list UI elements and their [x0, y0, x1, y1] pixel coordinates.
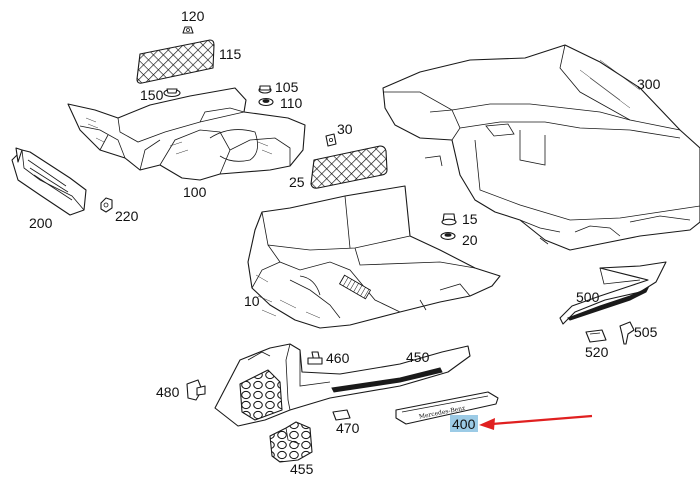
callout-25: 25: [289, 174, 305, 190]
clip-30: [325, 133, 337, 147]
clip-505: [619, 321, 635, 345]
callout-150: 150: [140, 87, 164, 103]
sound-mat-25: [310, 145, 388, 189]
sill-plate-400: Mercedes-Benz: [395, 391, 499, 425]
grille-cover-455: [269, 421, 313, 463]
clip-120: [182, 26, 194, 34]
callout-450: 450: [406, 349, 430, 365]
nut-15: [441, 213, 457, 226]
callout-115: 115: [219, 46, 242, 62]
front-floor-covering-100: [67, 87, 306, 181]
callout-20: 20: [462, 232, 478, 248]
callout-455: 455: [290, 461, 314, 477]
callout-500: 500: [576, 289, 600, 305]
trunk-floor-covering-10: [247, 185, 501, 329]
clip-470: [332, 409, 351, 421]
trim-strip-500: [559, 261, 667, 325]
washer-110: [258, 97, 274, 107]
pointer-arrow: [479, 414, 593, 430]
callout-30: 30: [337, 121, 353, 137]
callout-15: 15: [462, 211, 478, 227]
clip-480: [186, 379, 206, 401]
nut-105: [258, 85, 272, 94]
callout-220: 220: [115, 208, 139, 224]
callout-105: 105: [275, 79, 299, 95]
callout-470: 470: [336, 420, 360, 436]
clip-460: [307, 351, 323, 365]
callout-400: 400: [452, 416, 476, 432]
sill-trim-panel-450: [214, 343, 471, 427]
washer-20: [440, 232, 456, 240]
rear-floor-covering-300: [382, 44, 700, 251]
callout-505: 505: [634, 324, 658, 340]
clip-150: [163, 88, 181, 98]
callout-100: 100: [183, 184, 207, 200]
clip-220: [100, 197, 113, 213]
callout-110: 110: [280, 95, 303, 111]
callout-120: 120: [181, 8, 205, 24]
sound-mat-115: [136, 39, 215, 84]
callout-480: 480: [156, 384, 180, 400]
clip-520: [585, 329, 607, 343]
callout-400-highlight: [450, 415, 478, 432]
callout-520: 520: [585, 344, 609, 360]
callout-200: 200: [29, 215, 53, 231]
bracket-200: [11, 147, 87, 216]
callout-10: 10: [244, 293, 260, 309]
callout-300: 300: [637, 76, 661, 92]
callout-460: 460: [326, 350, 350, 366]
